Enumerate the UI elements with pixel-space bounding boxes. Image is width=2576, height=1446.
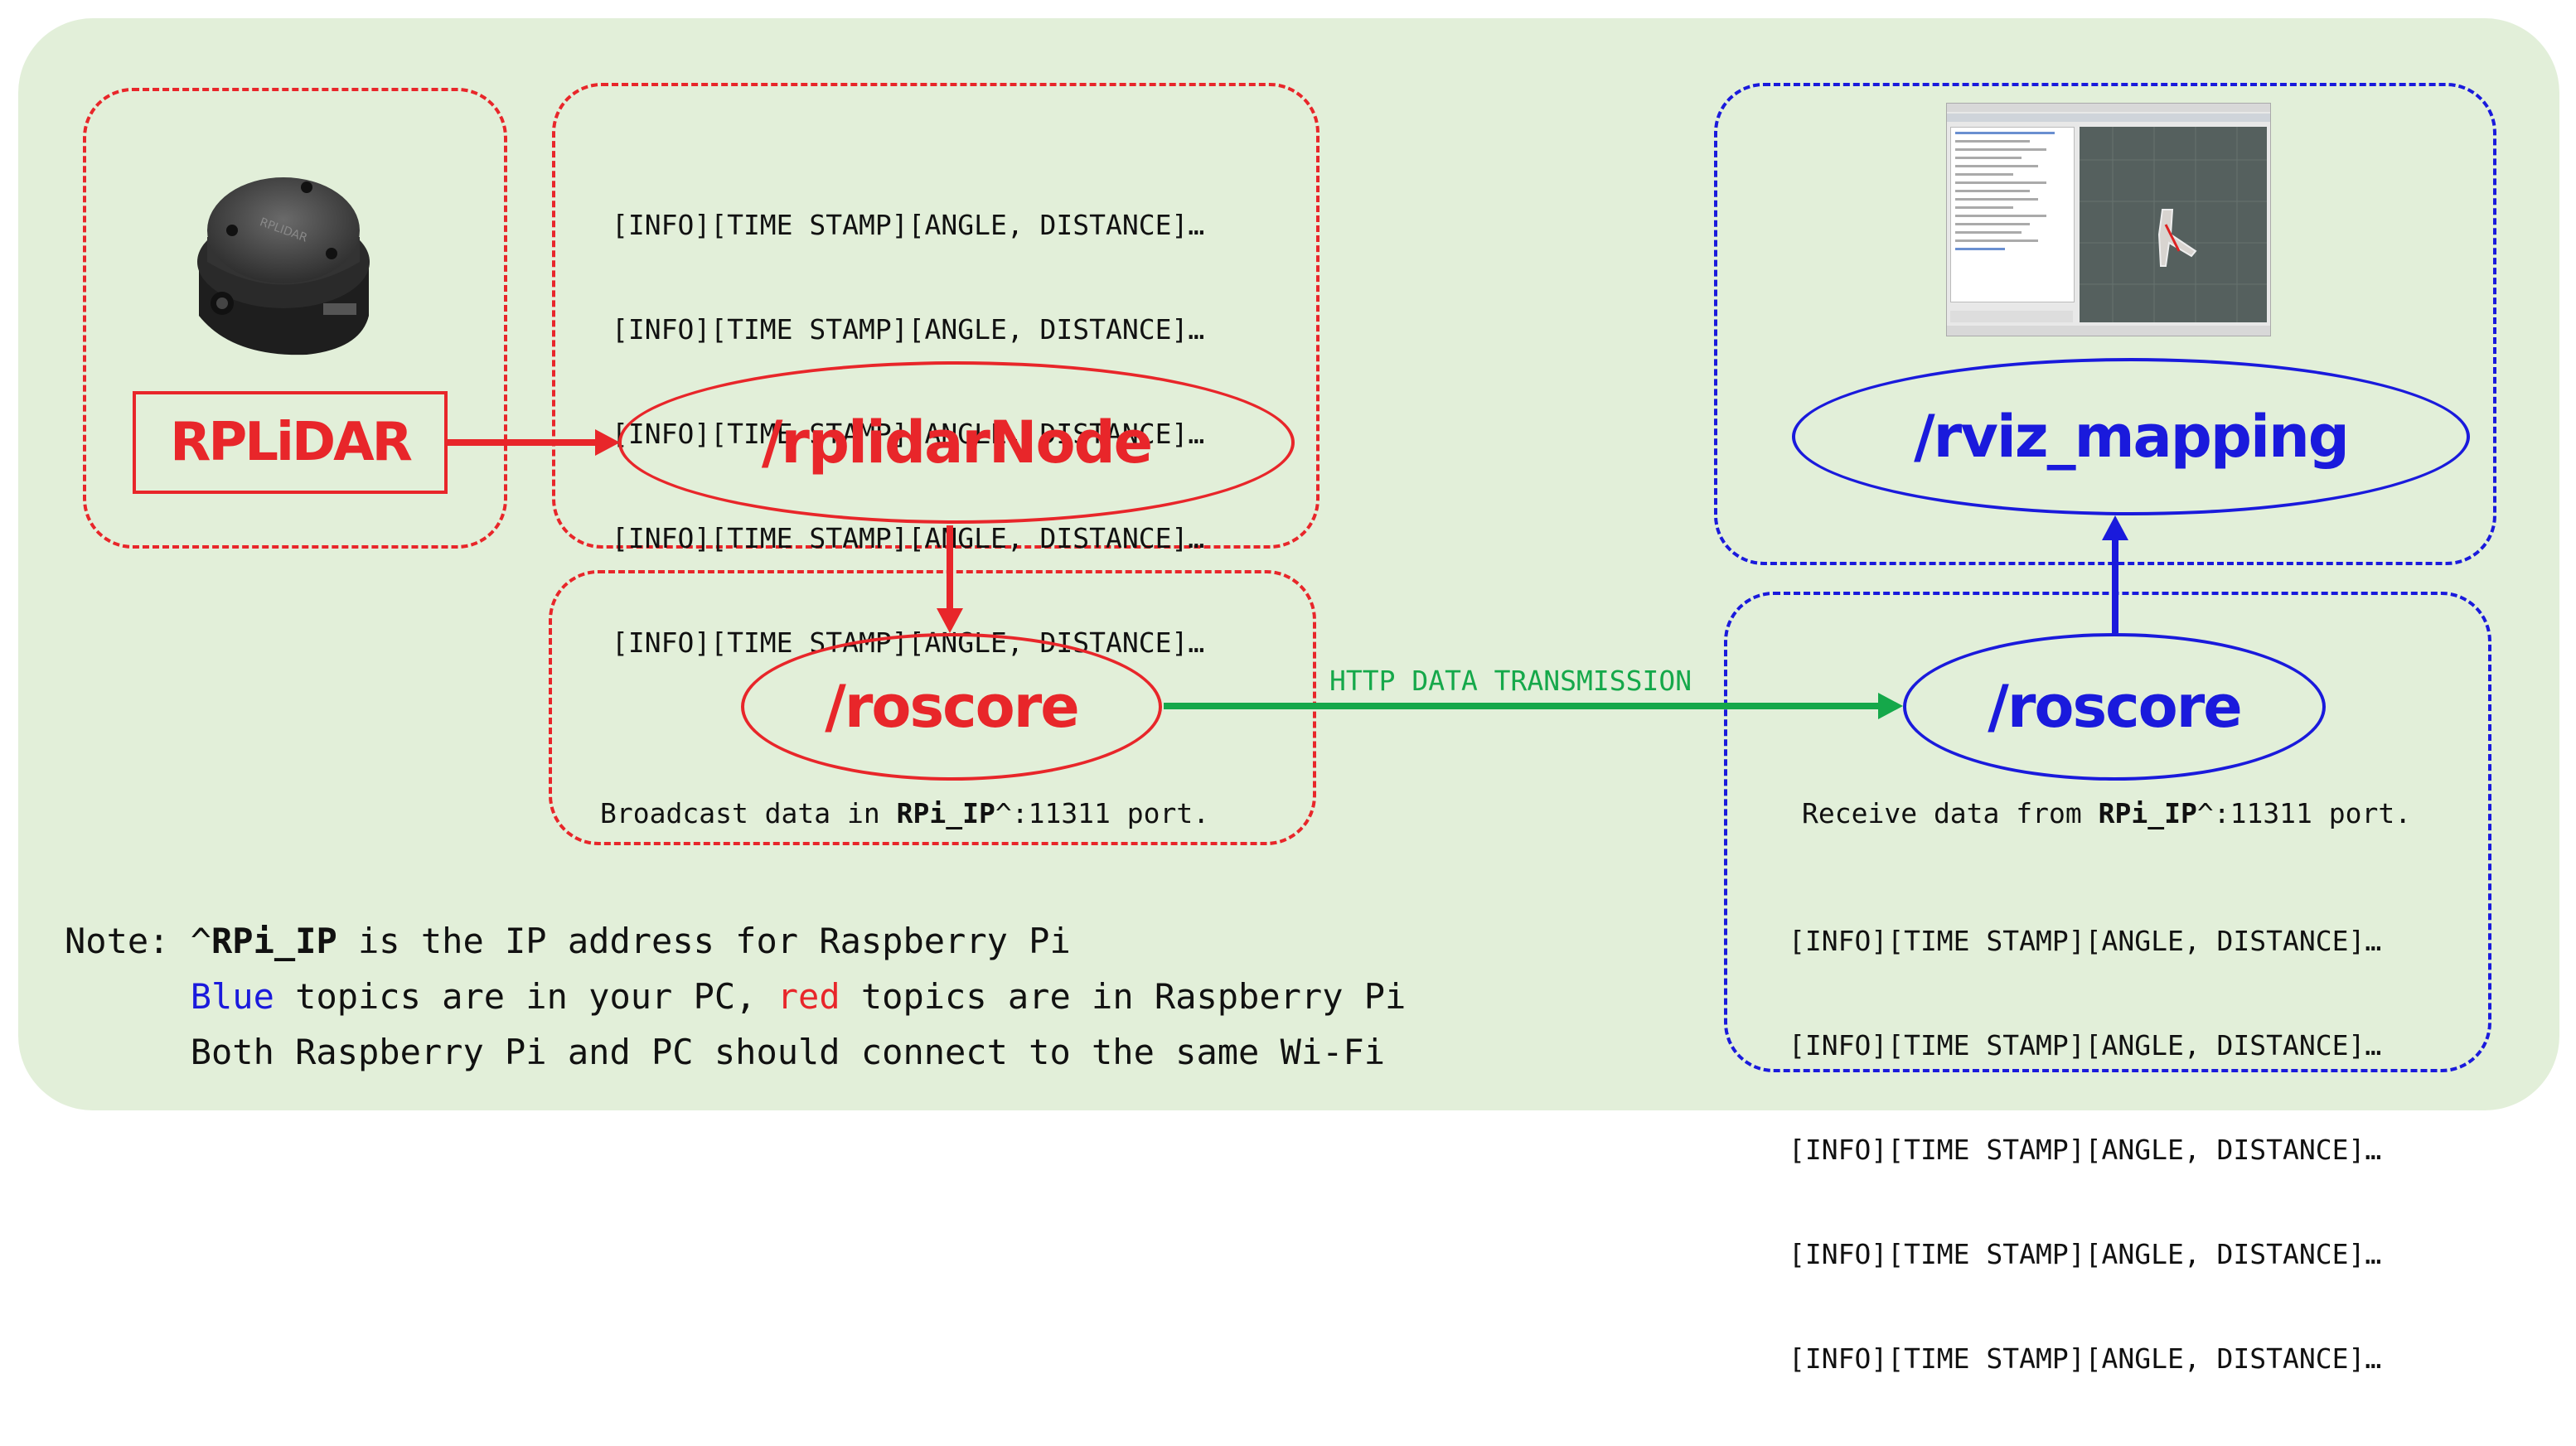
log-line: [INFO][TIME STAMP][ANGLE, DISTANCE]…: [612, 313, 1205, 346]
rplidar-device-group: [83, 88, 507, 549]
arrow-node-to-roscore: [937, 608, 963, 633]
note-block: Note: ^RPi_IP is the IP address for Rasp…: [65, 913, 1406, 1080]
roscore-rpi-label: /roscore: [825, 673, 1079, 741]
broadcast-prefix: Broadcast data in: [600, 797, 897, 829]
note-line-2: Blue topics are in your PC, red topics a…: [65, 969, 1407, 1024]
log-line: [INFO][TIME STAMP][ANGLE, DISTANCE]…: [612, 522, 1205, 554]
roscore-pc-group: [1724, 592, 2491, 1072]
roscore-pc-node: /roscore: [1903, 633, 2326, 781]
connector-layer: [448, 429, 2128, 719]
pc-log-block: [INFO][TIME STAMP][ANGLE, DISTANCE]… [IN…: [1789, 854, 2381, 1446]
log-line: [INFO][TIME STAMP][ANGLE, DISTANCE]…: [1789, 1029, 2382, 1062]
log-line: [INFO][TIME STAMP][ANGLE, DISTANCE]…: [612, 209, 1205, 241]
broadcast-suffix: ^:11311 port.: [995, 797, 1210, 829]
note-prefix: Note: ^: [65, 921, 212, 961]
diagram-canvas: RPLIDAR RPLiDAR [INFO][TIME STAMP][ANGLE…: [18, 18, 2559, 1375]
transmission-label: HTTP DATA TRANSMISSION: [1329, 665, 1692, 697]
rviz-screenshot: [1946, 103, 2271, 336]
note-line1-rest: is the IP address for Raspberry Pi: [337, 921, 1071, 961]
receive-suffix: ^:11311 port.: [2196, 797, 2412, 829]
log-line: [INFO][TIME STAMP][ANGLE, DISTANCE]…: [1789, 1342, 2382, 1375]
note-red-word: red: [777, 976, 840, 1017]
rviz-mapping-label: /rviz_mapping: [1914, 403, 2350, 471]
log-line: [INFO][TIME STAMP][ANGLE, DISTANCE]…: [1789, 925, 2382, 957]
receive-ip: RPi_IP: [2098, 797, 2197, 829]
receive-prefix: Receive data from: [1802, 797, 2099, 829]
rplidar-device-image: RPLIDAR: [197, 177, 370, 355]
rplidar-node-group: [552, 83, 1319, 549]
log-line: [INFO][TIME STAMP][ANGLE, DISTANCE]…: [1789, 1238, 2382, 1270]
rplidar-node: /rplidarNode: [618, 361, 1295, 524]
rplidar-label: RPLiDAR: [170, 412, 413, 473]
note-line2-mid: topics are in your PC,: [274, 976, 777, 1017]
arrow-roscore-to-rviz: [2102, 515, 2128, 540]
note-line-3: Both Raspberry Pi and PC should connect …: [65, 1024, 1406, 1080]
roscore-rpi-node: /roscore: [741, 633, 1162, 781]
receive-text: Receive data from RPi_IP^:11311 port.: [1802, 797, 2411, 829]
arrow-roscore-to-roscore: [1878, 693, 1903, 719]
log-line: [INFO][TIME STAMP][ANGLE, DISTANCE]…: [1789, 1134, 2382, 1166]
roscore-pc-label: /roscore: [1988, 673, 2242, 741]
rplidar-node-label: /rplidarNode: [761, 409, 1153, 476]
broadcast-text: Broadcast data in RPi_IP^:11311 port.: [600, 797, 1209, 829]
rviz-group: [1714, 83, 2496, 565]
rplidar-label-box: RPLiDAR: [133, 391, 448, 494]
note-line2-rest: topics are in Raspberry Pi: [840, 976, 1407, 1017]
note-line-1: Note: ^RPi_IP is the IP address for Rasp…: [65, 913, 1406, 969]
rviz-mapping-node: /rviz_mapping: [1792, 358, 2470, 515]
broadcast-ip: RPi_IP: [896, 797, 995, 829]
arrow-rplidar-to-node: [595, 429, 620, 456]
note-ip: RPi_IP: [211, 921, 337, 961]
note-blue-word: Blue: [190, 976, 274, 1017]
note-line3-text: Both Raspberry Pi and PC should connect …: [190, 1032, 1386, 1072]
